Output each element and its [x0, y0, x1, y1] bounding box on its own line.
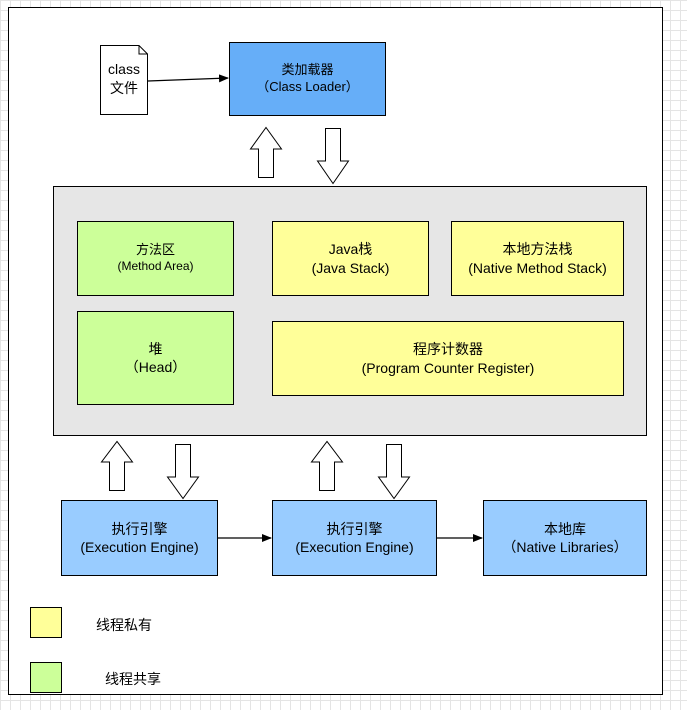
- runtime-to-engine1-down-arrow: [166, 444, 200, 500]
- class-loader-subtitle: （Class Loader）: [256, 79, 359, 94]
- class-file-label: class 文件: [100, 60, 148, 98]
- execution-engine-box-1: 执行引擎 (Execution Engine): [61, 500, 218, 576]
- class-file-line2: 文件: [110, 80, 138, 96]
- method-area-subtitle: (Method Area): [117, 259, 194, 274]
- heap-title: 堆: [148, 340, 163, 357]
- execution-engine-2-subtitle: (Execution Engine): [295, 539, 414, 555]
- program-counter-register-title: 程序计数器: [413, 341, 483, 358]
- legend-thread-shared-label: 线程共享: [105, 671, 161, 687]
- runtime-to-engine2-down-arrow: [377, 444, 411, 500]
- engine2-to-runtime-up-arrow: [310, 440, 344, 491]
- class-file-line1: class: [108, 61, 140, 77]
- method-area-box: 方法区 (Method Area): [77, 221, 234, 296]
- java-stack-title: Java栈: [328, 241, 373, 258]
- method-area-title: 方法区: [135, 242, 175, 258]
- engine1-to-runtime-up-arrow: [100, 440, 134, 491]
- native-method-stack-box: 本地方法栈 (Native Method Stack): [451, 221, 624, 296]
- execution-engine-2-title: 执行引擎: [326, 520, 383, 537]
- class-file-icon: [100, 45, 148, 115]
- heap-subtitle: （Head）: [124, 359, 187, 375]
- class-loader-title: 类加载器: [281, 62, 334, 78]
- native-libraries-subtitle: （Native Libraries）: [502, 539, 628, 555]
- native-libraries-box: 本地库 （Native Libraries）: [483, 500, 647, 576]
- program-counter-register-subtitle: (Program Counter Register): [361, 359, 535, 376]
- java-stack-subtitle: (Java Stack): [311, 259, 390, 276]
- execution-engine-1-subtitle: (Execution Engine): [80, 539, 199, 555]
- legend-thread-private-label: 线程私有: [96, 617, 152, 633]
- file-to-loader-arrow: [147, 74, 229, 83]
- legend-thread-shared-swatch: [30, 662, 62, 693]
- heap-box: 堆 （Head）: [77, 311, 234, 405]
- program-counter-register-box: 程序计数器 (Program Counter Register): [272, 321, 624, 396]
- runtime-to-loader-up-arrow: [249, 126, 283, 178]
- native-method-stack-title: 本地方法栈: [502, 241, 573, 258]
- java-stack-box: Java栈 (Java Stack): [272, 221, 429, 296]
- execution-engine-1-title: 执行引擎: [111, 520, 168, 537]
- class-loader-box: 类加载器 （Class Loader）: [229, 42, 386, 116]
- execution-engine-box-2: 执行引擎 (Execution Engine): [272, 500, 437, 576]
- native-method-stack-subtitle: (Native Method Stack): [468, 259, 607, 276]
- loader-to-runtime-down-arrow: [316, 128, 350, 185]
- native-libraries-title: 本地库: [544, 520, 586, 537]
- legend-thread-private-swatch: [30, 607, 62, 638]
